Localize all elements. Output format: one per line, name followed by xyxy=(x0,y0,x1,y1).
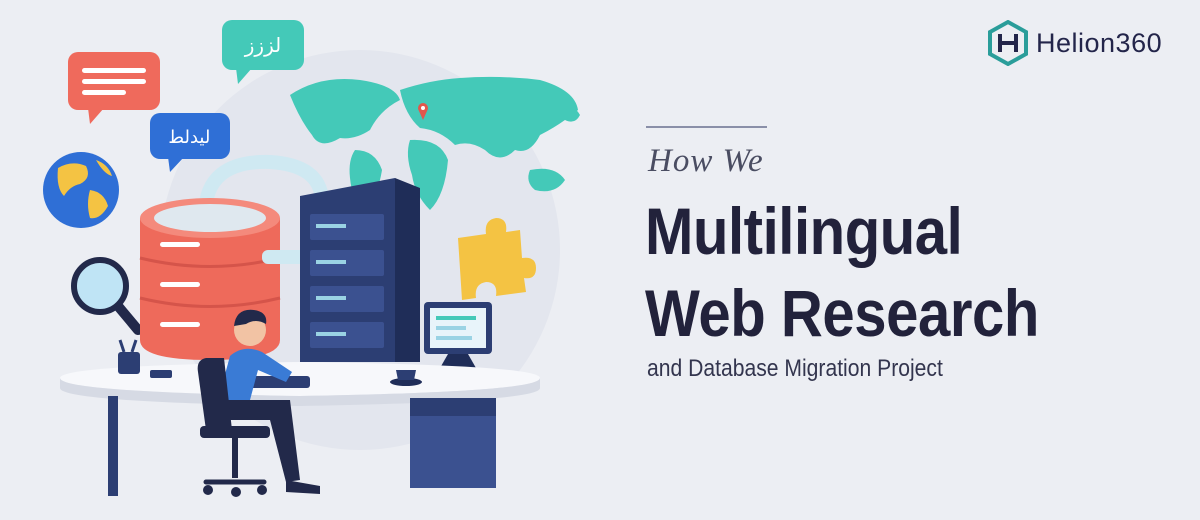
monitor-icon xyxy=(424,302,492,368)
hero-illustration: ﻟﺰﺯﺯ ﻟﻴﺪﻟﻄ xyxy=(43,20,580,497)
map-pin-icon xyxy=(418,103,428,120)
heading-kicker: How We xyxy=(648,143,764,179)
chat-bubble-blue: ﻟﻴﺪﻟﻄ xyxy=(150,113,230,172)
server-rack-icon xyxy=(300,178,420,362)
office-chair xyxy=(197,358,270,497)
phone xyxy=(150,370,172,378)
chat-bubble-red xyxy=(68,52,160,124)
brand-name-secondary: 360 xyxy=(1115,27,1163,58)
bubble-middle-text: ﻟﻴﺪﻟﻄ xyxy=(169,127,211,148)
heading-subtitle: and Database Migration Project xyxy=(647,355,943,382)
heading-title-line-1: Multilingual xyxy=(645,194,963,268)
bubble-top-text: ﻟﺰﺯﺯ xyxy=(244,33,281,57)
heading-divider xyxy=(646,126,767,128)
heading-title-line-2: Web Research xyxy=(645,276,1039,350)
brand-name-primary: Helion xyxy=(1036,27,1116,58)
brand-name: Helion360 xyxy=(1036,28,1162,59)
pen-cup xyxy=(118,339,140,374)
globe-icon xyxy=(43,152,119,228)
brand-logo[interactable]: Helion360 xyxy=(986,20,1162,66)
chat-bubble-teal: ﻟﺰﺯﺯ xyxy=(222,20,304,84)
magnifier-icon xyxy=(71,257,143,335)
person-at-desk xyxy=(218,309,320,494)
world-map xyxy=(290,76,580,215)
puzzle-piece-icon xyxy=(458,218,536,300)
coffee-cup xyxy=(390,370,422,386)
helion-logo-icon xyxy=(988,20,1028,66)
cable-arc xyxy=(198,154,329,222)
